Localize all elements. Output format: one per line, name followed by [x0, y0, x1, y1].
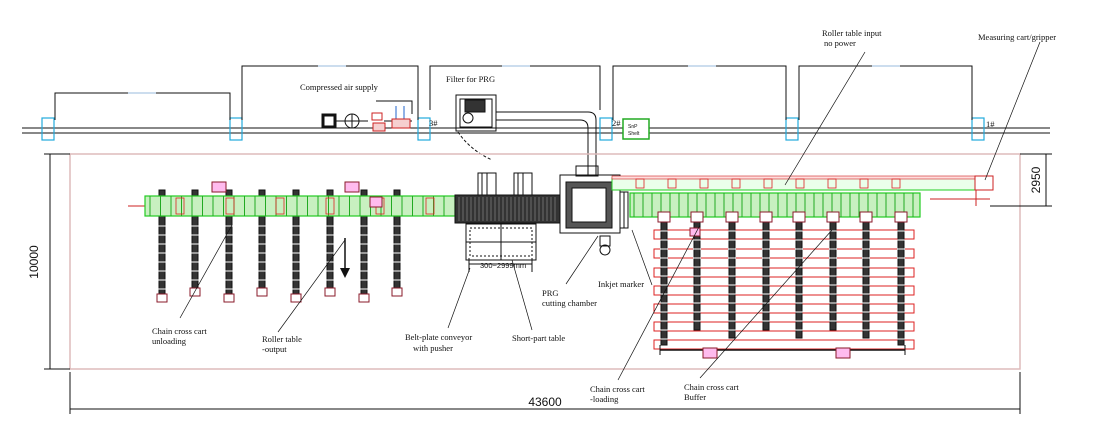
output-arrow [340, 238, 350, 278]
chain-cart [358, 189, 370, 303]
range-dimension [468, 258, 533, 272]
gripper-frame [731, 178, 741, 189]
span-dim-marks [128, 65, 900, 94]
chain-cart [690, 211, 704, 331]
chain-cart [894, 211, 908, 346]
chain-cart [189, 189, 201, 297]
buffer-row [653, 267, 915, 278]
pipe-run [22, 127, 1050, 134]
chain-cart [324, 189, 336, 297]
buffer-row [653, 229, 915, 240]
chain-cart [859, 211, 873, 339]
buffer-base-rail [659, 345, 906, 355]
buffer-row [653, 248, 915, 259]
svg-text:Shelt: Shelt [628, 131, 640, 137]
buffer-chain-carts [657, 211, 908, 355]
gripper-frame [763, 178, 773, 189]
range-label: 300~2999mm [480, 261, 526, 270]
inkjet-marker [619, 191, 629, 229]
chain-cart [657, 211, 671, 346]
roller-table-output [128, 195, 456, 217]
pipe-supports [41, 117, 985, 141]
belt-label-2: with pusher [413, 343, 453, 353]
gripper-frame [891, 178, 901, 189]
buffer-row [653, 339, 915, 350]
roller-frame [275, 197, 285, 215]
roller-frame [325, 197, 335, 215]
gripper-frame [667, 178, 677, 189]
measuring-cart-rail [611, 175, 994, 206]
belt-label-1: Belt-plate conveyor [405, 332, 472, 342]
buffer-rows [653, 229, 915, 350]
roller-out-label-2: -output [262, 344, 287, 354]
svg-text:SnP: SnP [628, 124, 638, 130]
filter-unit [455, 94, 597, 175]
buffer-row [653, 285, 915, 296]
chain-cart [826, 211, 840, 331]
prg-cutting-chamber [559, 165, 621, 256]
floor-outline [69, 153, 1021, 370]
buffer-label-1: Chain cross cart [684, 382, 739, 392]
leader-lines [179, 41, 1041, 381]
roller-out-label-1: Roller table [262, 334, 302, 344]
dim-side [990, 153, 1052, 207]
buffer-row [653, 303, 915, 314]
marker-2: 2# [612, 118, 621, 128]
gripper-frame [699, 178, 709, 189]
compressed-air-label: Compressed air supply [300, 82, 379, 92]
unload-label-1: Chain cross cart [152, 326, 207, 336]
chain-cart [256, 189, 268, 297]
dim-width-label: 43600 [528, 395, 562, 409]
chain-cart [290, 189, 302, 303]
gripper-frame [827, 178, 837, 189]
marker-1: 1# [986, 119, 995, 129]
chain-cart [759, 211, 773, 331]
buffer-row [653, 321, 915, 332]
roller-input-label-2: no power [824, 38, 856, 48]
gripper-frame [795, 178, 805, 189]
roller-frame [225, 197, 235, 215]
dim-side-label: 2950 [1029, 166, 1043, 193]
unloading-chain-carts [156, 189, 403, 303]
short-part-label: Short-part table [512, 333, 565, 343]
prg-label-2: cutting chamber [542, 298, 597, 308]
prg-label-1: PRG [542, 288, 559, 298]
belt-plate-conveyor [454, 172, 561, 261]
chain-cart [725, 211, 739, 339]
unload-label-2: unloading [152, 336, 187, 346]
buffer-label-2: Buffer [684, 392, 706, 402]
roller-frame [175, 197, 185, 215]
chain-cart [156, 189, 168, 303]
compressed-air-unit [321, 100, 413, 132]
filter-prg-label: Filter for PRG [446, 74, 495, 84]
control-box: SnP Shelt [622, 118, 650, 140]
load-label-2: -loading [590, 394, 619, 404]
inkjet-label: Inkjet marker [598, 279, 644, 289]
chain-cart [223, 189, 235, 303]
dim-height [44, 153, 70, 370]
drive-units-left [211, 181, 383, 208]
chain-cart [792, 211, 806, 339]
gripper-frame [859, 178, 869, 189]
load-label-1: Chain cross cart [590, 384, 645, 394]
roller-input-label-1: Roller table input [822, 28, 882, 38]
measuring-cart-label: Measuring cart/gripper [978, 32, 1056, 42]
dim-height-label: 10000 [27, 245, 41, 279]
dim-width [69, 372, 1021, 414]
chain-cart [391, 189, 403, 297]
roller-frame [425, 197, 435, 215]
gripper-frame [635, 178, 645, 189]
marker-3: 3# [429, 118, 438, 128]
drive-units-right [689, 227, 851, 359]
